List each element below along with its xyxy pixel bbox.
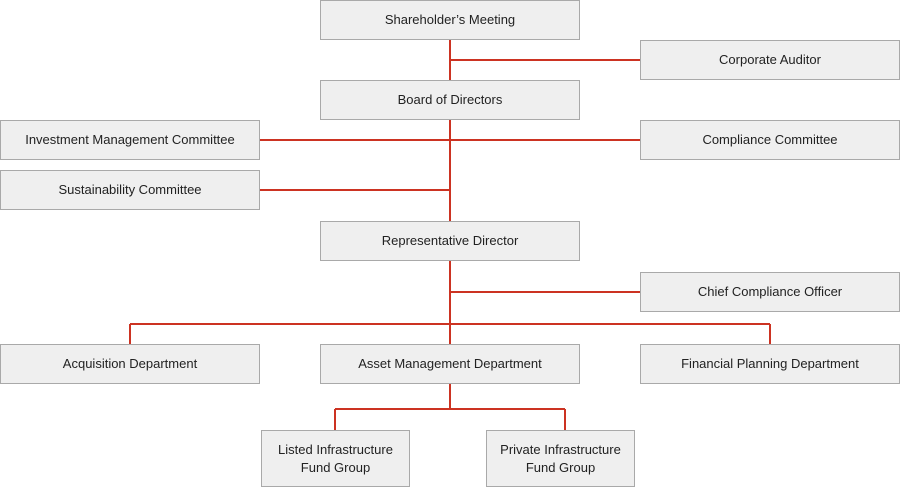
listed-infrastructure-fund-group-box: Listed Infrastructure Fund Group — [261, 430, 410, 487]
investment-management-committee-box: Investment Management Committee — [0, 120, 260, 160]
chief-compliance-officer-box: Chief Compliance Officer — [640, 272, 900, 312]
representative-director-box: Representative Director — [320, 221, 580, 261]
financial-planning-department-box: Financial Planning Department — [640, 344, 900, 384]
shareholders-meeting-box: Shareholder’s Meeting — [320, 0, 580, 40]
compliance-committee-box: Compliance Committee — [640, 120, 900, 160]
board-of-directors-box: Board of Directors — [320, 80, 580, 120]
acquisition-department-box: Acquisition Department — [0, 344, 260, 384]
private-infrastructure-fund-group-box: Private Infrastructure Fund Group — [486, 430, 635, 487]
asset-management-department-box: Asset Management Department — [320, 344, 580, 384]
sustainability-committee-box: Sustainability Committee — [0, 170, 260, 210]
corporate-auditor-box: Corporate Auditor — [640, 40, 900, 80]
